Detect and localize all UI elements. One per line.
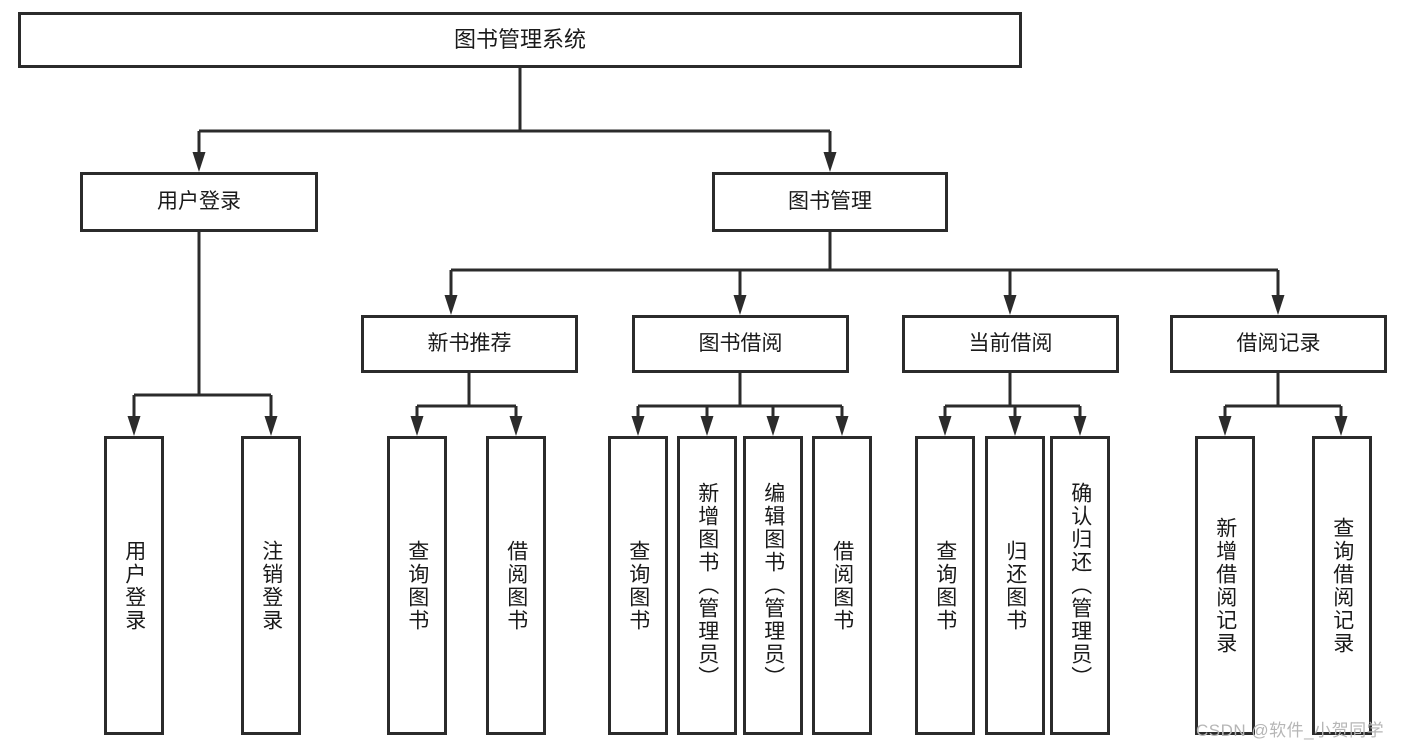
node-box-book-borrow[interactable] (632, 315, 849, 373)
node-box-leaf-return-book[interactable] (985, 436, 1045, 735)
arrow-head-icon (192, 152, 206, 172)
arrow-head-icon (1218, 416, 1232, 436)
node-box-leaf-edit-book[interactable] (743, 436, 803, 735)
arrow-head-icon (1008, 416, 1022, 436)
node-box-leaf-query-book-cur[interactable] (915, 436, 975, 735)
connector-group-root (192, 68, 837, 172)
arrow-head-icon (938, 416, 952, 436)
arrow-head-icon (835, 416, 849, 436)
node-box-leaf-query-record[interactable] (1312, 436, 1372, 735)
node-box-borrow-record[interactable] (1170, 315, 1387, 373)
node-box-leaf-add-book[interactable] (677, 436, 737, 735)
node-box-leaf-user-login[interactable] (104, 436, 164, 735)
arrow-head-icon (823, 152, 837, 172)
node-box-user-login[interactable] (80, 172, 318, 232)
arrow-head-icon (1073, 416, 1087, 436)
arrow-head-icon (700, 416, 714, 436)
node-box-leaf-logout[interactable] (241, 436, 301, 735)
node-box-book-manage[interactable] (712, 172, 948, 232)
node-box-leaf-borrow-book[interactable] (812, 436, 872, 735)
connector-group-current-borrow (938, 373, 1087, 436)
node-box-leaf-borrow-book-rec[interactable] (486, 436, 546, 735)
arrow-head-icon (1334, 416, 1348, 436)
arrow-head-icon (264, 416, 278, 436)
connector-group-new-book-recommend (410, 373, 523, 436)
arrow-head-icon (1271, 295, 1285, 315)
node-box-leaf-query-book-rec[interactable] (387, 436, 447, 735)
arrow-head-icon (1003, 295, 1017, 315)
node-box-new-book-recommend[interactable] (361, 315, 578, 373)
arrow-head-icon (444, 295, 458, 315)
connector-layer (127, 68, 1348, 436)
arrow-head-icon (733, 295, 747, 315)
node-box-leaf-query-book-borrow[interactable] (608, 436, 668, 735)
node-box-current-borrow[interactable] (902, 315, 1119, 373)
arrow-head-icon (509, 416, 523, 436)
node-box-layer (18, 12, 1387, 735)
node-box-leaf-confirm-return[interactable] (1050, 436, 1110, 735)
arrow-head-icon (410, 416, 424, 436)
node-box-root[interactable] (18, 12, 1022, 68)
arrow-head-icon (766, 416, 780, 436)
arrow-head-icon (631, 416, 645, 436)
connector-group-user-login (127, 232, 278, 436)
arrow-head-icon (127, 416, 141, 436)
connector-group-borrow-record (1218, 373, 1348, 436)
node-box-leaf-add-record[interactable] (1195, 436, 1255, 735)
connector-group-book-borrow (631, 373, 849, 436)
connector-group-book-manage (444, 232, 1285, 315)
